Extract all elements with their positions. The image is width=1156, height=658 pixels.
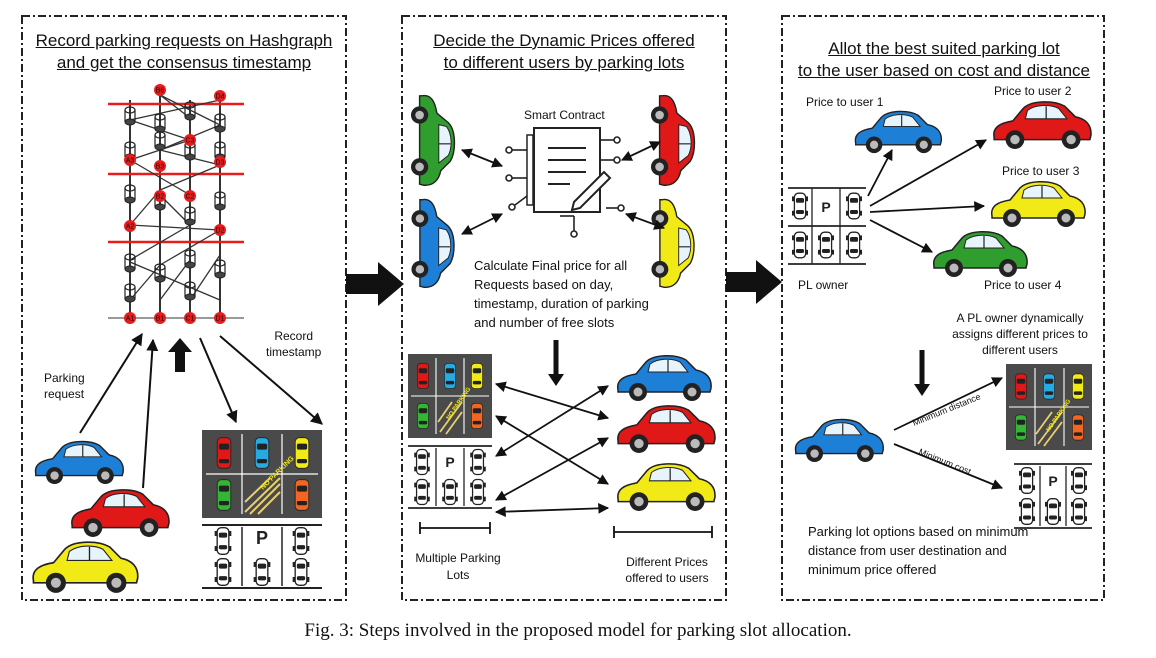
hashgraph-event-node — [214, 224, 226, 236]
arrow-min-cost — [893, 443, 1004, 490]
hashgraph-event-node — [124, 312, 136, 324]
pl-owner-label: PL owner — [798, 278, 849, 292]
hashgraph-event-node — [124, 220, 136, 232]
car-red-icon — [71, 489, 170, 538]
parking-lot-filled-3-icon — [1006, 364, 1092, 450]
pl-owner-parking-icon — [788, 187, 866, 265]
thick-up-arrow — [168, 338, 192, 372]
hashgraph-event-node — [154, 84, 166, 96]
hashgraph-event-node — [154, 312, 166, 324]
hashgraph-event-node — [214, 90, 226, 102]
price-user2-label: Price to user 2 — [994, 84, 1072, 98]
panel-3-title: Allot the best suited parking lot to the… — [797, 39, 1091, 80]
arrow-min-distance — [893, 377, 1003, 431]
arrow-yellow-contract — [624, 212, 666, 230]
hashgraph — [108, 90, 244, 319]
hashgraph-event-label: D4 — [216, 94, 225, 101]
hashgraph-event-label: B2 — [156, 194, 165, 201]
calc-price-text: Calculate Final price for all Requests b… — [474, 258, 649, 330]
hashgraph-event-node — [154, 190, 166, 202]
car-red-vertical-icon — [650, 94, 696, 186]
panel-1-title: Record parking requests on Hashgraph and… — [35, 31, 333, 72]
hashgraph-event-label: C2 — [186, 194, 195, 201]
hashgraph-event-label: C1 — [186, 316, 195, 323]
price-arrows — [494, 381, 610, 518]
p-letter-2: P — [445, 454, 454, 470]
p-letter-4: P — [1048, 473, 1057, 489]
car-blue-icon — [34, 440, 125, 485]
car-user1-icon — [854, 110, 943, 154]
hashgraph-event-node — [184, 134, 196, 146]
parking-lot-empty-icon — [202, 524, 322, 589]
hashgraph-event-label: A2 — [126, 224, 135, 231]
smart-contract-label: Smart Contract — [524, 108, 605, 122]
car-green-vertical-icon — [410, 94, 456, 186]
car-user3-icon — [990, 180, 1086, 228]
panel-3-border — [781, 15, 1105, 601]
parking-lot-empty-2-icon — [408, 445, 492, 509]
car-blue-vertical-icon — [410, 198, 455, 289]
figure-caption: Fig. 3: Steps involved in the proposed m… — [304, 620, 852, 641]
price-user4-label: Price to user 4 — [984, 278, 1062, 292]
car-yellow-icon — [32, 541, 139, 594]
panel-2-border — [401, 15, 727, 601]
min-distance-label: Minimum distance — [911, 391, 982, 427]
p-letter-3: P — [821, 199, 830, 215]
hashgraph-event-label: B3 — [156, 164, 165, 171]
price-user1-label: Price to user 1 — [806, 95, 884, 109]
parking-lot-filled-2-icon — [408, 354, 492, 438]
parking-lot-empty-3-icon — [1014, 463, 1092, 529]
panel-1-border — [21, 15, 347, 601]
hashgraph-event-node — [184, 190, 196, 202]
car-user4-icon — [932, 230, 1028, 278]
hashgraph-event-label: A3 — [126, 158, 135, 165]
hashgraph-event-label: B6 — [156, 88, 165, 95]
parking-request-label: Parking request — [44, 371, 85, 401]
panel-2-title: Decide the Dynamic Prices offered to dif… — [433, 31, 695, 72]
parking-lot-filled-icon — [202, 430, 322, 518]
car-blue-2-icon — [616, 354, 712, 402]
hashgraph-event-label: B1 — [156, 316, 165, 323]
arrow-timestamp-1 — [199, 337, 238, 424]
record-timestamp-label: Record timestamp — [266, 329, 322, 359]
hashgraph-event-node — [154, 160, 166, 172]
car-user-final-icon — [794, 418, 885, 463]
hashgraph-event-label: D1 — [216, 316, 225, 323]
hashgraph-event-label: A1 — [126, 316, 135, 323]
arrow-timestamp-2 — [219, 335, 323, 425]
car-red-2-icon — [617, 405, 716, 454]
step-arrow-1 — [346, 262, 404, 306]
arrow-request-2 — [142, 338, 159, 489]
hashgraph-event-node — [214, 156, 226, 168]
hashgraph-event-label: D2 — [216, 228, 225, 235]
p-letter-1: P — [256, 528, 268, 548]
step-arrow-2 — [726, 260, 782, 304]
min-cost-label: Minimum cost — [917, 447, 973, 477]
car-user2-icon — [993, 101, 1092, 150]
smart-contract-icon — [505, 127, 625, 238]
hashgraph-event-node — [214, 312, 226, 324]
price-user-arrows — [867, 139, 987, 253]
arrow-green-contract — [460, 148, 504, 168]
arrow-blue-contract — [461, 213, 503, 235]
hashgraph-event-node — [184, 312, 196, 324]
hashgraph-event-label: C3 — [186, 138, 195, 145]
hashgraph-event-node — [124, 154, 136, 166]
different-prices-label: Different Prices offered to users — [625, 555, 709, 585]
arrow-request-1 — [79, 332, 143, 434]
dynamic-pricing-text: A PL owner dynamically assigns different… — [952, 311, 1088, 357]
arrow-red-contract — [621, 141, 661, 161]
hashgraph-event-label: D3 — [216, 160, 225, 167]
price-user3-label: Price to user 3 — [1002, 164, 1080, 178]
multiple-lots-label: Multiple Parking Lots — [415, 551, 501, 582]
lot-options-text: Parking lot options based on minimum dis… — [808, 524, 1029, 577]
car-yellow-2-icon — [617, 463, 716, 512]
